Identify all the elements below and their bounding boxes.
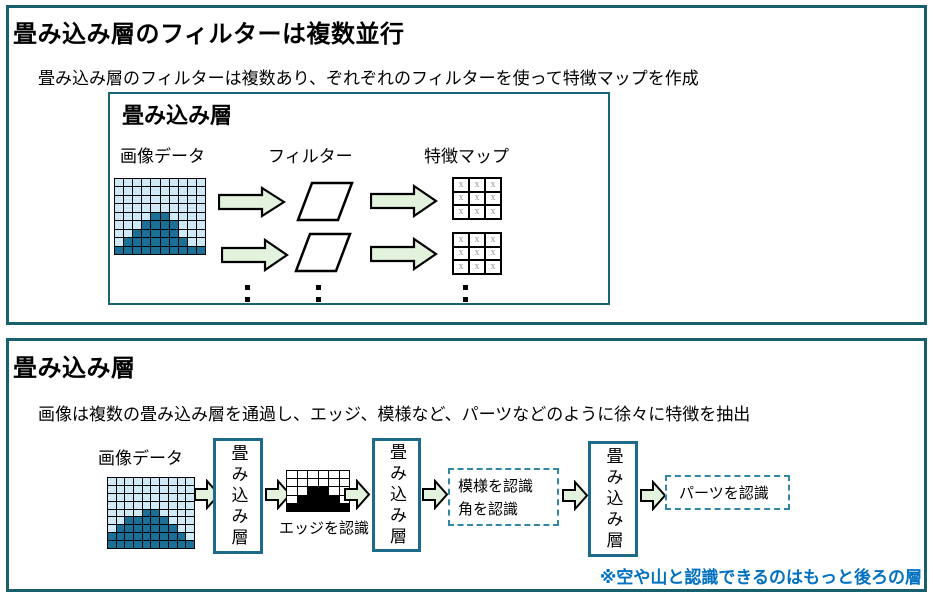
footnote: ※空や山と認識できるのはもっと後ろの層	[599, 568, 922, 587]
filter-parallelogram-icon	[294, 232, 352, 273]
arrow-right-icon	[640, 480, 667, 511]
image-data-grid	[114, 178, 206, 255]
conv-layer-block: 畳み込み層	[588, 441, 638, 557]
arrow-right-icon	[370, 184, 438, 218]
conv-layer-block-label: 畳み込み層	[228, 443, 248, 549]
edge-recognition-label: エッジを認識	[279, 520, 370, 537]
panel2-title: 畳み込み層	[13, 355, 136, 382]
vertical-ellipsis	[316, 285, 321, 302]
panel1-title: 畳み込み層のフィルターは複数並行	[13, 21, 405, 48]
arrow-right-icon	[265, 479, 292, 510]
panel-conv-filters-parallel: 畳み込み層のフィルターは複数並行 畳み込み層のフィルターは複数あり、ぞれぞれのフ…	[6, 5, 927, 325]
parts-recognition-box: パーツを認識	[665, 475, 790, 510]
pattern-recognition-line1: 模様を認識	[458, 478, 534, 495]
arrow-right-icon	[370, 236, 438, 272]
conv-layer-block: 畳み込み層	[213, 438, 263, 554]
conv-layer-block-label: 畳み込み層	[387, 442, 406, 548]
arrow-right-icon	[218, 186, 286, 218]
filter-parallelogram-icon	[296, 181, 354, 222]
corner-recognition-line2: 角を認識	[458, 501, 519, 518]
label-image-data: 画像データ	[120, 147, 205, 166]
conv-layer-box-title: 畳み込み層	[122, 103, 233, 128]
conv-layer-block: 畳み込み層	[372, 438, 421, 552]
edge-feature-grid	[286, 470, 350, 512]
arrow-right-icon	[221, 237, 289, 273]
vertical-ellipsis	[463, 285, 468, 302]
arrow-right-icon	[562, 480, 589, 511]
image-data-grid	[107, 477, 195, 549]
arrow-right-icon	[422, 479, 449, 510]
arrow-right-icon	[344, 479, 371, 510]
panel-conv-layers-flow: 畳み込み層 画像は複数の畳み込み層を通過し、エッジ、模様など、パーツなどのように…	[6, 338, 927, 592]
pattern-recognition-box: 模様を認識 角を認識	[448, 468, 559, 526]
panel2-subtitle: 画像は複数の畳み込み層を通過し、エッジ、模様など、パーツなどのように徐々に特徴を…	[38, 405, 751, 424]
label-feature-map: 特徴マップ	[424, 147, 509, 166]
label-filter: フィルター	[268, 147, 353, 166]
panel1-subtitle: 畳み込み層のフィルターは複数あり、ぞれぞれのフィルターを使って特徴マップを作成	[38, 69, 699, 88]
parts-recognition-label: パーツを認識	[679, 485, 769, 502]
label-image-data: 画像データ	[98, 449, 183, 468]
vertical-ellipsis	[245, 285, 250, 302]
conv-layer-block-label: 畳み込み層	[603, 446, 623, 552]
